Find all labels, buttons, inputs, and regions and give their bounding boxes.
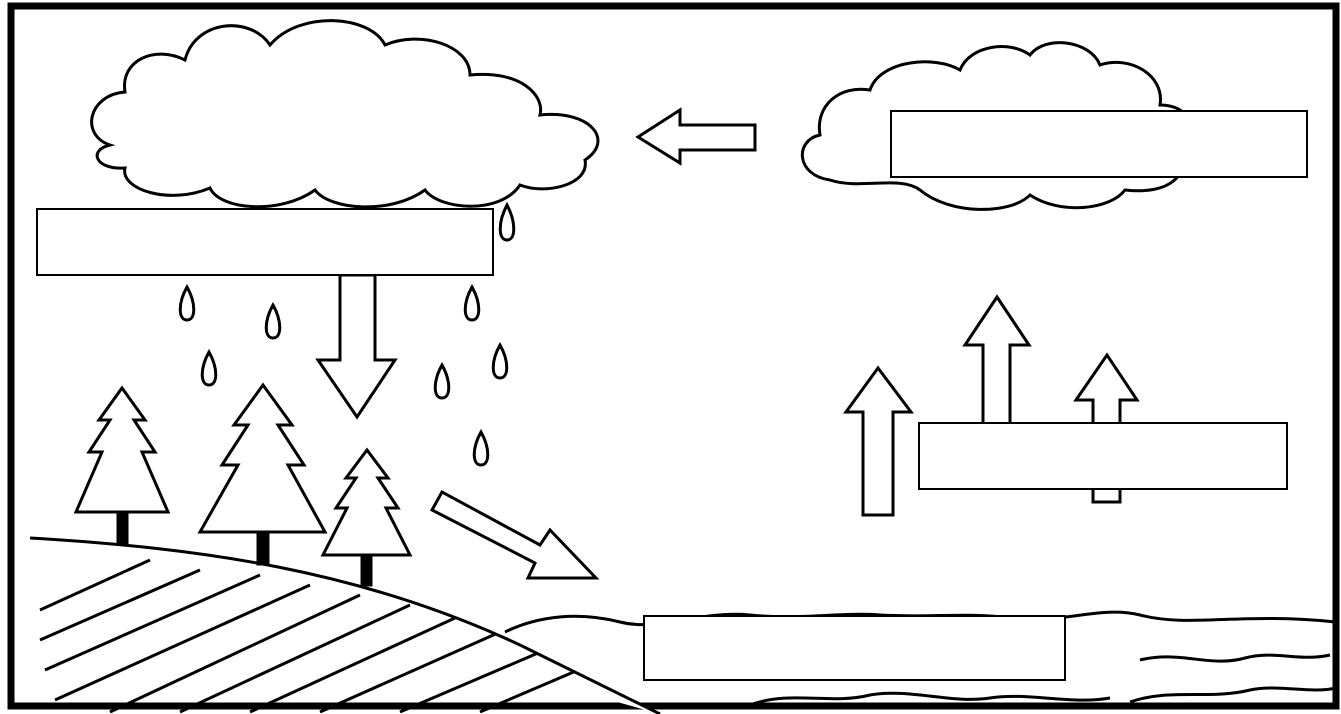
label-box-precipitation[interactable] <box>36 208 494 276</box>
label-box-condensation[interactable] <box>890 110 1308 178</box>
label-box-collection[interactable] <box>643 615 1066 681</box>
label-box-evaporation[interactable] <box>918 422 1288 490</box>
